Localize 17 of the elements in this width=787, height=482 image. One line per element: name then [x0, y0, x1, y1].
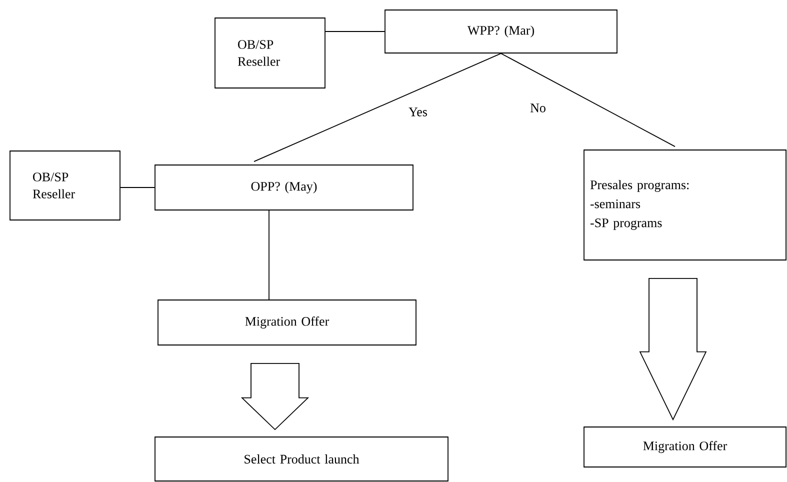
connector-line — [254, 53, 502, 162]
block-arrow — [240, 363, 310, 430]
process-box: OB/SP Reseller — [214, 18, 326, 88]
process-box: Migration Offer — [584, 426, 786, 468]
process-box: OPP? (May) — [154, 164, 414, 210]
text-box: Presales programs: -seminars -SP programs — [584, 150, 786, 260]
process-box: Select Product launch — [154, 436, 448, 482]
process-box: WPP? (Mar) — [384, 10, 618, 54]
process-box: Migration Offer — [158, 300, 416, 346]
connector-line — [500, 53, 676, 147]
connector-line — [120, 187, 155, 188]
edge-label: Yes — [408, 106, 428, 118]
process-box: OB/SP Reseller — [10, 150, 120, 220]
edge-label: No — [529, 102, 547, 114]
block-arrow — [639, 278, 707, 421]
connector-line — [325, 31, 385, 32]
connector-line — [268, 210, 270, 300]
